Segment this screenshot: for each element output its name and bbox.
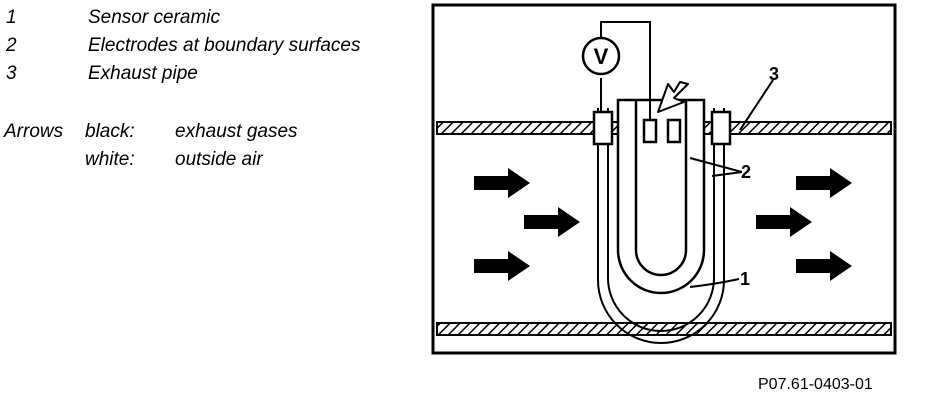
exhaust-arrow xyxy=(474,251,530,281)
legend-text: Sensor ceramic xyxy=(88,7,220,28)
sensor-ceramic xyxy=(597,98,725,344)
callout-2: 2 xyxy=(741,162,751,182)
legend: 1 Sensor ceramic 2 Electrodes at boundar… xyxy=(0,0,420,200)
electrode-contact-right xyxy=(666,118,682,144)
mount-flange-right xyxy=(710,110,732,146)
arrows-black-value: exhaust gases xyxy=(175,121,298,142)
mount-flange-left xyxy=(592,110,614,146)
exhaust-gas-arrows xyxy=(474,168,852,281)
voltmeter-symbol: V xyxy=(594,44,609,69)
callout-1: 1 xyxy=(740,269,750,289)
arrows-white-key: white: xyxy=(85,149,135,170)
exhaust-arrow xyxy=(796,251,852,281)
outside-air-arrow xyxy=(657,81,689,113)
exhaust-arrow xyxy=(474,168,530,198)
reference-code: P07.61-0403-01 xyxy=(758,376,873,393)
callout-3: 3 xyxy=(769,64,779,84)
arrows-heading: Arrows xyxy=(4,121,64,142)
exhaust-arrow xyxy=(756,207,812,237)
legend-number: 2 xyxy=(6,35,17,56)
legend-text: Electrodes at boundary surfaces xyxy=(88,35,361,56)
exhaust-arrow xyxy=(524,207,580,237)
exhaust-arrow xyxy=(796,168,852,198)
arrows-black-key: black: xyxy=(85,121,135,142)
voltmeter-icon xyxy=(581,36,621,76)
legend-number: 1 xyxy=(6,7,17,28)
callout-leaders xyxy=(689,79,774,288)
diagram-frame xyxy=(431,3,897,355)
legend-number: 3 xyxy=(6,63,17,84)
arrows-white-value: outside air xyxy=(175,149,263,170)
voltmeter-wiring xyxy=(600,21,651,120)
legend-text: Exhaust pipe xyxy=(88,63,198,84)
electrode-contact-left xyxy=(642,118,658,144)
pipe-wall-bottom xyxy=(436,322,892,336)
